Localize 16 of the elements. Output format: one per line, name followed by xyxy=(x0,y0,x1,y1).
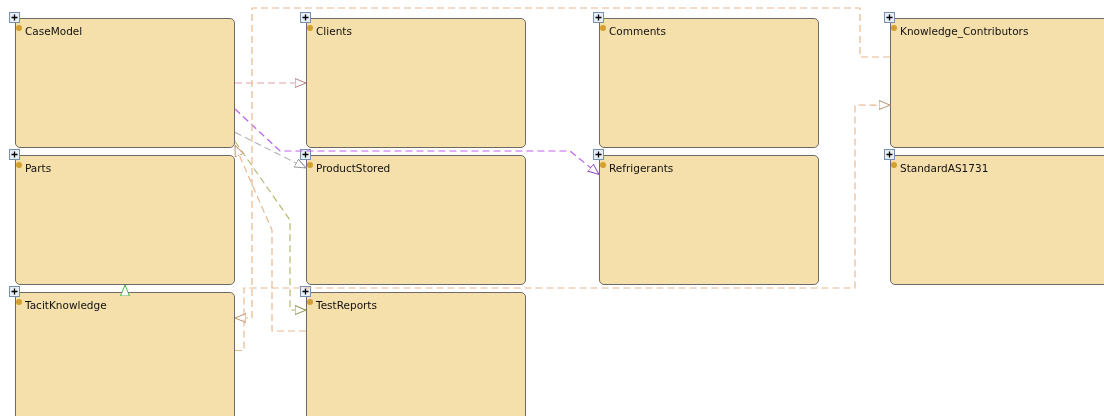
class-name: Refrigerants xyxy=(609,162,674,174)
class-name: ProductStored xyxy=(316,162,391,174)
dependency-arrow xyxy=(234,78,307,88)
class-name: StandardAS1731 xyxy=(900,162,989,174)
dependency-arrow xyxy=(234,108,600,176)
class-name: Knowledge_Contributors xyxy=(900,25,1029,37)
class-name: Comments xyxy=(609,25,666,37)
class-name: TestReports xyxy=(316,299,377,311)
dependency-arrow xyxy=(234,100,891,352)
class-name: Clients xyxy=(316,25,352,37)
dependency-arrow xyxy=(234,7,891,323)
class-name: Parts xyxy=(25,162,52,174)
dependency-arrow xyxy=(120,284,130,297)
class-name: CaseModel xyxy=(25,25,83,37)
dependency-arrow xyxy=(234,131,307,169)
class-name: TacitKnowledge xyxy=(25,299,107,311)
